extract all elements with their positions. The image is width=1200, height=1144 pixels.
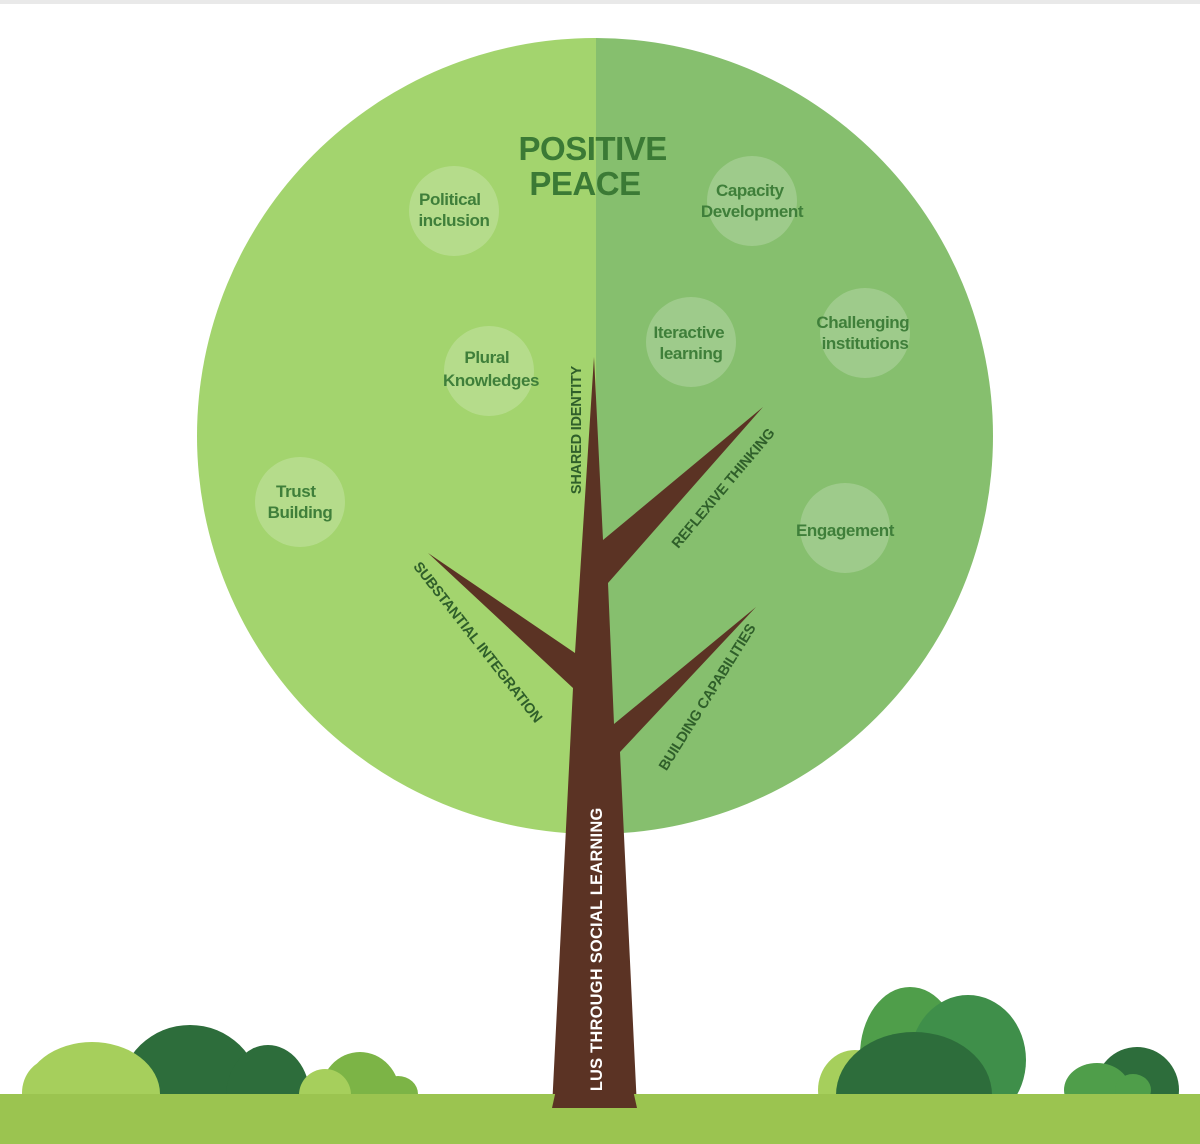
tree-trunk [428, 357, 763, 1108]
concept-bubble [444, 326, 534, 416]
concept-label-line-1: Plural [464, 348, 509, 367]
concept-label-line-1: Challenging [816, 313, 909, 332]
svg-text:Plural Knowledges: Plural Knowledges [443, 348, 539, 390]
concept-label-line-1: Political [419, 190, 481, 209]
trunk-base [552, 1090, 637, 1108]
concept-label-line-1: Capacity [716, 181, 785, 200]
concept-challenging-institutions: Challenging institutions [816, 288, 913, 378]
diagram-title: POSITIVE PEACE [519, 130, 676, 202]
svg-text:Trust Building: Trust Building [268, 482, 333, 522]
concept-bubble [707, 156, 797, 246]
concept-label-line-2: institutions [822, 334, 909, 353]
svg-text:Challenging institutions: Challenging institutions [816, 313, 913, 353]
concept-label-line-2: inclusion [418, 211, 489, 230]
concept-label-line-2: Development [701, 202, 804, 221]
concept-bubble [800, 483, 890, 573]
concept-label-line-1: Iteractive [654, 323, 725, 342]
svg-text:Iteractive learning: Iteractive learning [654, 323, 729, 363]
canopy-right-half [596, 38, 993, 834]
svg-text:Capacity Development: Capacity Development [701, 181, 804, 221]
tree-canopy [197, 38, 993, 834]
concept-iteractive-learning: Iteractive learning [646, 297, 736, 387]
concept-label-line-2: Knowledges [443, 371, 539, 390]
concept-bubble [820, 288, 910, 378]
top-border [0, 0, 1200, 4]
title-line-1: POSITIVE [519, 130, 667, 167]
concept-label-line-1: Engagement [796, 521, 895, 540]
title-line-2: PEACE [529, 165, 640, 202]
svg-text:Political inclusion: Political inclusion [418, 190, 489, 230]
trunk-label: SLUS THROUGH SOCIAL LEARNING [588, 808, 606, 1103]
trunk-shape [428, 357, 763, 1108]
concept-label-line-2: learning [660, 344, 723, 363]
concept-bubble [646, 297, 736, 387]
branch-label-shared-identity: SHARED IDENTITY [569, 365, 585, 494]
concept-plural-knowledges: Plural Knowledges [443, 326, 539, 416]
concept-engagement: Engagement [796, 483, 895, 573]
concept-capacity-development: Capacity Development [701, 156, 804, 246]
concept-label-line-2: Building [268, 503, 333, 522]
svg-text:Engagement: Engagement [796, 521, 895, 540]
canopy-left-half [197, 38, 596, 834]
concept-label-line-1: Trust [276, 482, 316, 501]
concept-bubble [409, 166, 499, 256]
concept-bubble [255, 457, 345, 547]
concept-political-inclusion: Political inclusion [409, 166, 499, 256]
concept-trust-building: Trust Building [255, 457, 345, 547]
